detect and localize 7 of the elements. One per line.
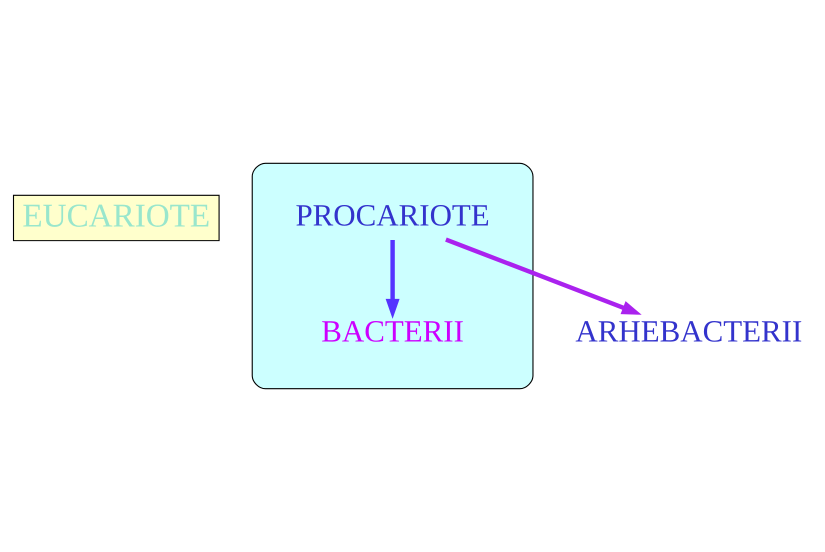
node-text: BACTERII [321,314,464,349]
node-text: ARHEBACTERII [575,314,802,349]
arrow [386,240,400,319]
node-text: PROCARIOTE [295,198,490,233]
arrow [445,238,642,315]
cluster [252,162,534,390]
node-box: EUCARIOTE [12,194,220,242]
